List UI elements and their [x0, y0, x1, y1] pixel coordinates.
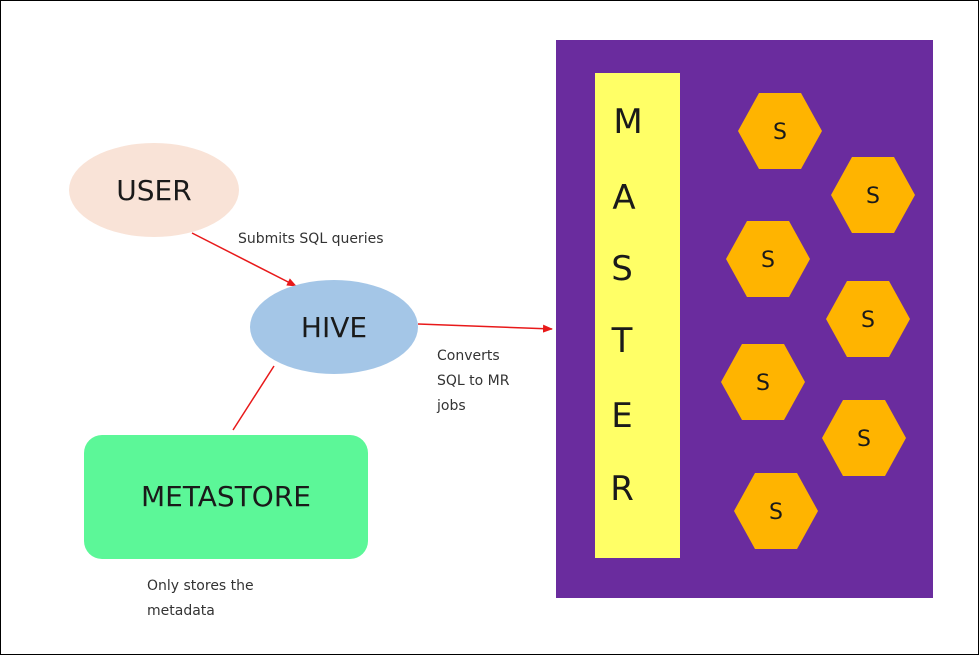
edge-hive-to-master — [417, 323, 553, 333]
annotation-metadata-line-1: Only stores the — [147, 578, 254, 594]
slave-node[interactable]: S — [826, 281, 910, 357]
slave-node-label: S — [861, 308, 875, 333]
annotation-converts-line-3: jobs — [436, 398, 466, 414]
slave-node-label: S — [761, 248, 775, 273]
hive-node[interactable] — [250, 280, 418, 374]
annotation-converts-line-2: SQL to MR — [437, 373, 510, 389]
annotation-converts-sql: Converts SQL to MR jobs — [436, 348, 510, 414]
annotation-only-stores-metadata: Only stores the metadata — [147, 578, 254, 619]
annotation-submits-sql: Submits SQL queries — [238, 231, 384, 247]
annotation-metadata-line-2: metadata — [147, 603, 215, 619]
slave-node[interactable]: S — [822, 400, 906, 476]
master-node[interactable] — [595, 73, 680, 558]
slave-node[interactable]: S — [738, 93, 822, 169]
edge-hive-to-metastore — [232, 365, 275, 431]
edge-user-to-hive — [191, 232, 297, 287]
slave-node[interactable]: S — [726, 221, 810, 297]
slave-node[interactable]: S — [734, 473, 818, 549]
slave-node-label: S — [866, 184, 880, 209]
metastore-node[interactable] — [84, 435, 368, 559]
slave-node-label: S — [857, 427, 871, 452]
master-letter-e: E — [611, 396, 632, 436]
slave-node[interactable]: S — [831, 157, 915, 233]
user-node-label: USER — [116, 174, 191, 207]
slave-nodes: S S S S S S S — [721, 93, 915, 549]
master-letter-r: R — [610, 469, 634, 509]
slave-node-label: S — [756, 371, 770, 396]
master-letter-t: T — [611, 321, 633, 361]
slave-node-label: S — [769, 500, 783, 525]
hive-node-label: HIVE — [301, 311, 367, 344]
master-letter-s: S — [611, 249, 633, 289]
master-letter-a: A — [612, 178, 635, 218]
master-letter-m: M — [613, 102, 642, 142]
slave-node[interactable]: S — [721, 344, 805, 420]
annotation-converts-line-1: Converts — [437, 348, 500, 364]
user-node[interactable] — [69, 143, 239, 237]
slave-node-label: S — [773, 120, 787, 145]
metastore-node-label: METASTORE — [141, 480, 311, 513]
